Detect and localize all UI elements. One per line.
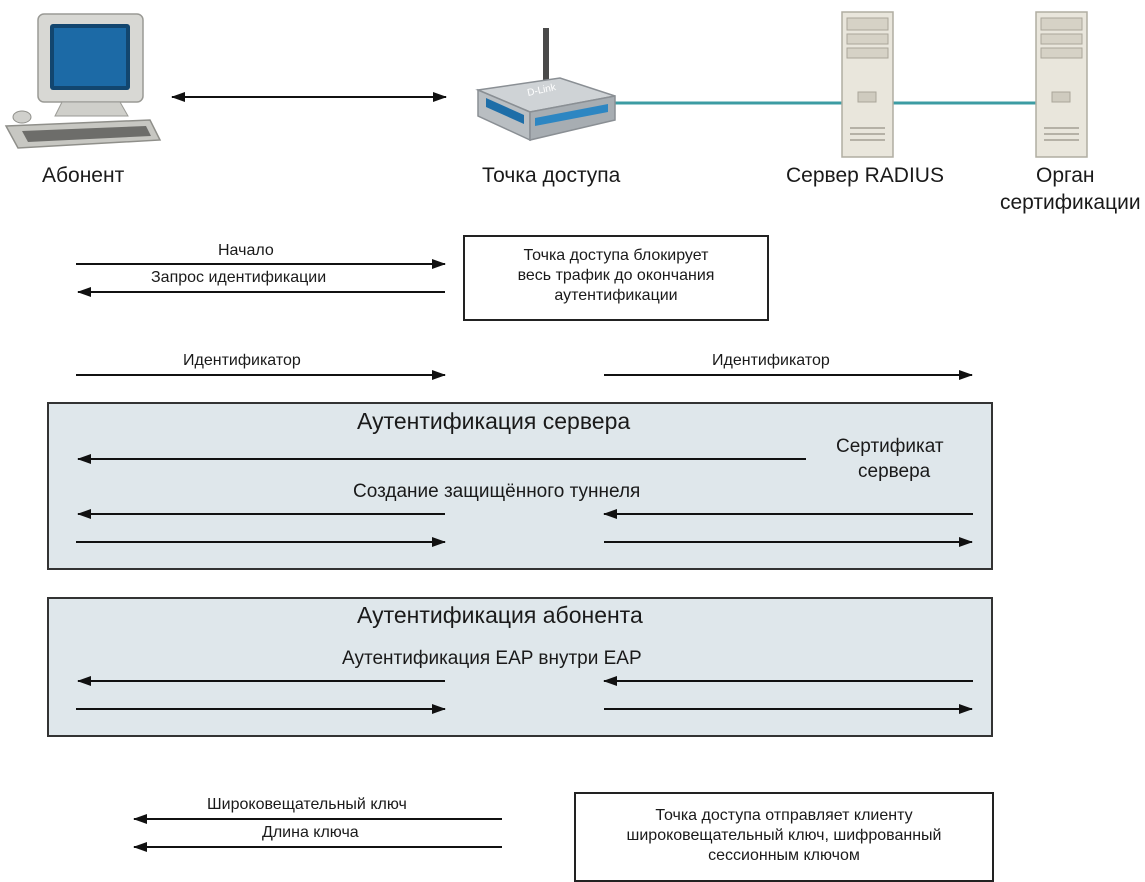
msg-id-request-label: Запрос идентификации bbox=[151, 269, 327, 286]
note-blocking-line1: Точка доступа блокирует bbox=[523, 247, 709, 264]
note-blocking: Точка доступа блокирует весь трафик до о… bbox=[463, 235, 769, 321]
panel-client-auth bbox=[47, 597, 993, 737]
eap-label: Аутентификация EAP внутри EAP bbox=[342, 648, 642, 669]
client-auth-title: Аутентификация абонента bbox=[357, 602, 643, 628]
note-blocking-line2: весь трафик до окончания bbox=[517, 267, 715, 284]
msg-identifier-left-label: Идентификатор bbox=[183, 352, 301, 369]
server-cert-line1: Сертификат bbox=[836, 436, 944, 457]
ca-server-icon bbox=[1035, 11, 1088, 158]
radius-server-icon bbox=[841, 11, 894, 158]
tunnel-label: Создание защищённого туннеля bbox=[353, 481, 641, 502]
msg-start-label: Начало bbox=[218, 242, 274, 259]
note-key-send: Точка доступа отправляет клиенту широков… bbox=[574, 792, 994, 882]
node-label-radius-server: Сервер RADIUS bbox=[786, 164, 944, 187]
node-label-access-point: Точка доступа bbox=[482, 164, 621, 187]
note-key-send-line1: Точка доступа отправляет клиенту bbox=[655, 807, 913, 824]
msg-key-length-label: Длина ключа bbox=[262, 824, 359, 841]
server-auth-title: Аутентификация сервера bbox=[357, 408, 631, 434]
node-label-ca-line1: Орган bbox=[1036, 164, 1095, 187]
note-key-send-line3: сессионным ключом bbox=[708, 847, 860, 864]
note-blocking-line3: аутентификации bbox=[554, 287, 678, 304]
msg-identifier-right-label: Идентификатор bbox=[712, 352, 830, 369]
node-label-subscriber: Абонент bbox=[42, 164, 125, 187]
access-point-icon: D-Link bbox=[475, 28, 616, 142]
note-key-send-line2: широковещательный ключ, шифрованный bbox=[626, 827, 942, 844]
server-cert-line2: сервера bbox=[858, 461, 931, 482]
node-label-ca-line2: сертификации bbox=[1000, 191, 1141, 214]
msg-broadcast-key-label: Широковещательный ключ bbox=[207, 796, 407, 813]
computer-icon bbox=[4, 13, 162, 149]
